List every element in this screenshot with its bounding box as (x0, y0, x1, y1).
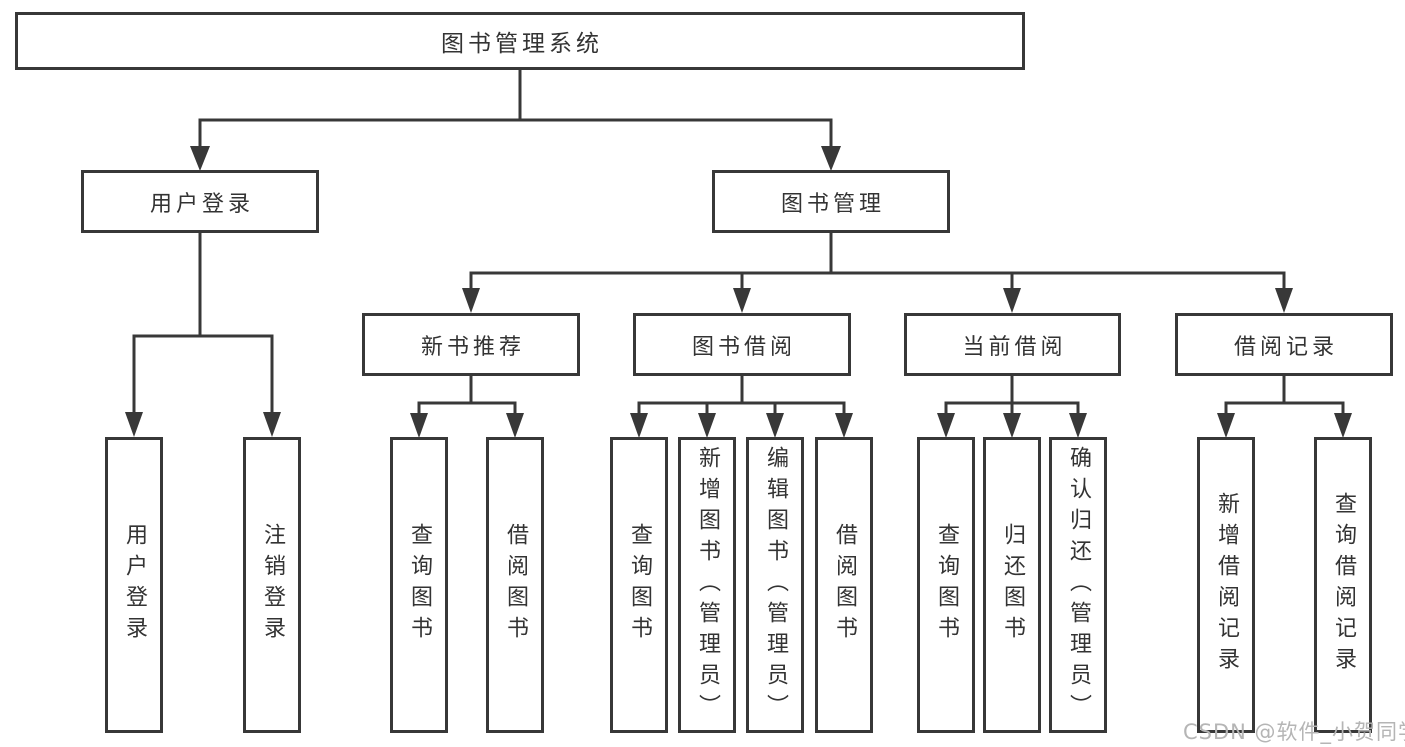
node-current-borrow: 当前借阅 (904, 313, 1121, 376)
node-ul-logout: 注销登录 (243, 437, 301, 733)
node-cb-return-books: 归还图书 (983, 437, 1041, 733)
node-bb-edit-books-admin: 编辑图书（管理员） (746, 437, 804, 733)
node-bb-borrow-books: 借阅图书 (815, 437, 873, 733)
node-book-management: 图书管理 (712, 170, 950, 233)
node-book-borrow: 图书借阅 (633, 313, 851, 376)
node-br-add-record: 新增借阅记录 (1197, 437, 1255, 733)
node-cb-confirm-return-admin: 确认归还（管理员） (1049, 437, 1107, 733)
node-new-book-recommend: 新书推荐 (362, 313, 580, 376)
node-bb-add-books-admin: 新增图书（管理员） (678, 437, 736, 733)
node-cb-query-books: 查询图书 (917, 437, 975, 733)
node-root: 图书管理系统 (15, 12, 1025, 70)
node-user-login: 用户登录 (81, 170, 319, 233)
node-nbr-borrow-books: 借阅图书 (486, 437, 544, 733)
node-br-query-record: 查询借阅记录 (1314, 437, 1372, 733)
csdn-watermark: CSDN @软件_小贺同学 (1183, 720, 1405, 744)
node-nbr-query-books: 查询图书 (390, 437, 448, 733)
node-bb-query-books: 查询图书 (610, 437, 668, 733)
node-ul-user-login: 用户登录 (105, 437, 163, 733)
node-borrow-records: 借阅记录 (1175, 313, 1393, 376)
